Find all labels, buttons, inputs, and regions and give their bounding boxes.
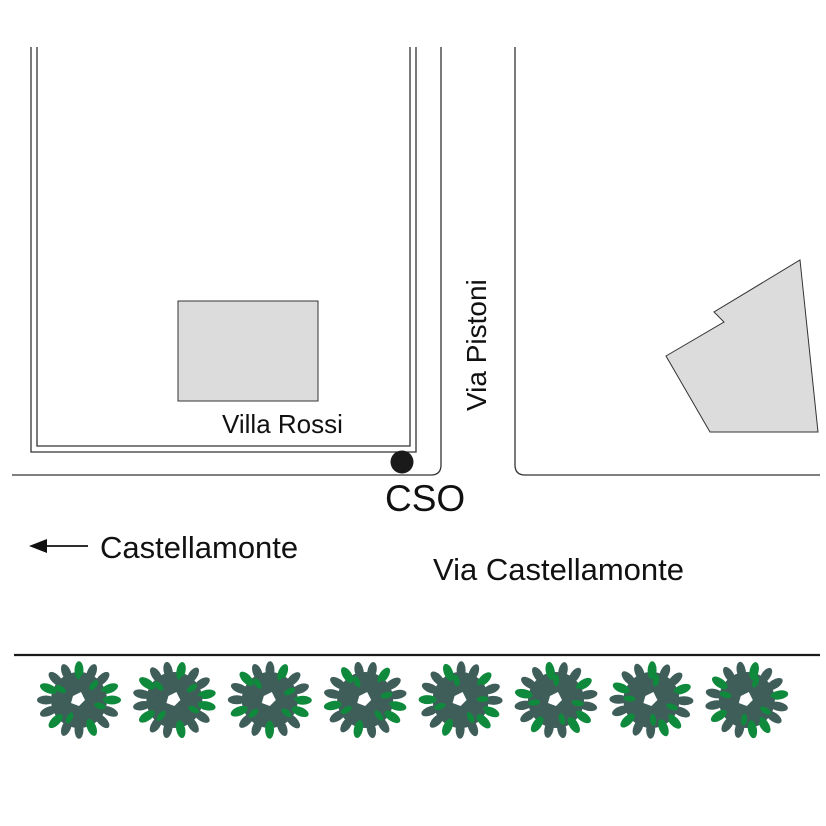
building-east (665, 259, 819, 433)
villa-building (177, 300, 319, 402)
villa-label: Villa Rossi (222, 409, 343, 439)
bush-icon (609, 661, 694, 739)
arrow-left-icon (29, 539, 88, 553)
bush-icon (705, 661, 789, 739)
bush-icon (323, 661, 407, 739)
side-road-label: Via Pistoni (461, 279, 492, 411)
bush-row (37, 661, 789, 739)
property-boundary (30, 47, 417, 453)
direction-label: Castellamonte (100, 530, 298, 565)
main-road-label: Via Castellamonte (433, 552, 684, 587)
cso-label: CSO (385, 478, 465, 519)
bush-icon (37, 661, 121, 739)
bush-icon (514, 661, 598, 739)
bush-icon (227, 661, 312, 739)
bush-icon (418, 661, 503, 739)
bush-icon (133, 661, 216, 739)
road-edges (12, 47, 820, 476)
cso-marker (390, 450, 414, 474)
